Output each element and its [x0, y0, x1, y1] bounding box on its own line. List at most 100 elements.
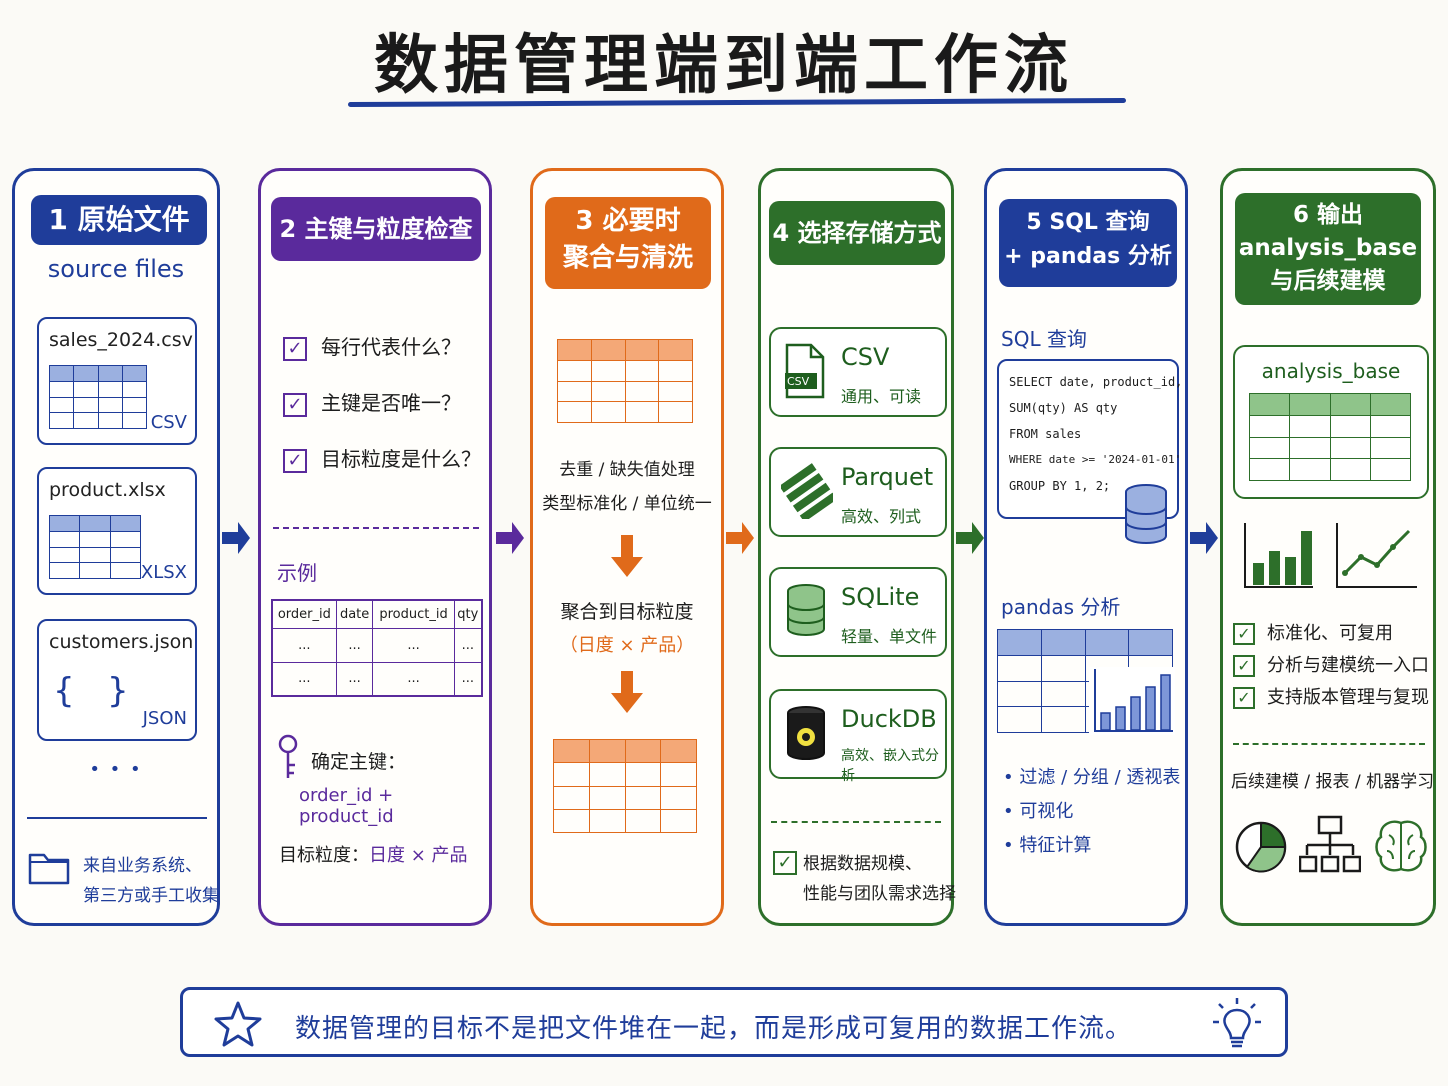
- sql-line: SUM(qty) AS qty: [1009, 401, 1118, 415]
- analysis-table-icon: [1248, 393, 1412, 481]
- arrow-right-icon: [726, 522, 754, 554]
- check-item: ✓每行代表什么？: [283, 331, 461, 361]
- arrow-right-icon: [1190, 522, 1218, 554]
- divider: [273, 527, 479, 529]
- pie-chart-icon: [1235, 821, 1287, 873]
- bar-chart-icon: [1089, 667, 1175, 735]
- checkbox-checked-icon: ✓: [1233, 623, 1255, 645]
- file-card-json: customers.json { } JSON: [37, 619, 197, 741]
- aggregate-label: 聚合到目标粒度: [560, 601, 694, 623]
- sql-line: FROM sales: [1009, 427, 1082, 441]
- example-table: order_id date product_id qty ... ... ...…: [271, 599, 483, 697]
- folder-icon: [28, 853, 70, 885]
- sql-line: WHERE date >= '2024-01-01': [1009, 453, 1182, 466]
- checkbox-checked-icon: ✓: [283, 336, 307, 361]
- sql-line: SELECT date, product_id,: [1009, 375, 1183, 389]
- file-name: product.xlsx: [49, 479, 166, 501]
- check-item: ✓标准化、可复用: [1233, 619, 1393, 645]
- step-6-panel: 6 输出 analysis_base 与后续建模 analysis_base ✓…: [1220, 168, 1436, 926]
- table-header-row: order_id date product_id qty: [271, 599, 483, 629]
- primary-key-value: order_id + product_id: [299, 785, 394, 827]
- step-5-panel: 5 SQL 查询 + pandas 分析 SQL 查询 SELECT date,…: [984, 168, 1188, 926]
- duckdb-icon: [787, 706, 825, 760]
- sql-label: SQL 查询: [1001, 327, 1087, 351]
- arrow-right-icon: [222, 522, 250, 554]
- step-3-header: 3 必要时 聚合与清洗: [545, 197, 711, 289]
- file-name: sales_2024.csv: [49, 329, 193, 351]
- storage-desc: 通用、可读: [841, 387, 922, 406]
- step-5-header: 5 SQL 查询 + pandas 分析: [999, 199, 1177, 287]
- check-item: ✓分析与建模统一入口: [1233, 651, 1429, 677]
- checkbox-checked-icon: ✓: [283, 392, 307, 417]
- table-row: ... ... ... ...: [271, 627, 483, 663]
- storage-name: Parquet: [841, 463, 934, 491]
- check-item: ✓目标粒度是什么？: [283, 443, 481, 473]
- analysis-base-card: analysis_base: [1233, 345, 1429, 499]
- parquet-icon: [781, 463, 833, 519]
- footer-banner: 数据管理的目标不是把文件堆在一起，而是形成可复用的数据工作流。: [180, 987, 1288, 1057]
- step-3-panel: 3 必要时 聚合与清洗 去重 / 缺失值处理 类型标准化 / 单位统一 聚合到目…: [530, 168, 724, 926]
- pandas-label: pandas 分析: [1001, 595, 1121, 619]
- storage-choice-line1: 根据数据规模、: [803, 854, 922, 874]
- database-icon: [787, 584, 825, 636]
- file-type-tag: CSV: [150, 412, 187, 433]
- file-type-tag: JSON: [142, 708, 187, 729]
- storage-choice-line2: 性能与团队需求选择: [803, 884, 956, 904]
- list-item: • 特征计算: [1003, 835, 1092, 856]
- table-header: qty: [453, 599, 483, 629]
- analysis-base-title: analysis_base: [1261, 359, 1401, 383]
- raw-table-icon: [557, 339, 693, 423]
- json-braces-icon: { }: [53, 671, 129, 711]
- step-1-subheader: source files: [47, 255, 185, 283]
- storage-desc: 高效、嵌入式分析: [841, 748, 939, 784]
- file-name: customers.json: [49, 631, 194, 653]
- step-1-header: 1 原始文件: [31, 195, 207, 245]
- clean-table-icon: [553, 738, 697, 834]
- arrow-down-icon: [611, 535, 643, 577]
- storage-option-sqlite: SQLite 轻量、单文件: [769, 567, 947, 657]
- table-row: ... ... ... ...: [271, 661, 483, 697]
- table-header: product_id: [372, 599, 455, 629]
- divider: [771, 821, 941, 823]
- target-grain: 目标粒度：日度 × 产品: [279, 845, 468, 866]
- more-files-ellipsis: • • •: [89, 759, 143, 780]
- csv-file-icon: [785, 343, 825, 399]
- star-icon: [214, 1001, 262, 1047]
- storage-name: DuckDB: [841, 705, 937, 733]
- step-2-panel: 2 主键与粒度检查 ✓每行代表什么？ ✓主键是否唯一？ ✓目标粒度是什么？ 示例…: [258, 168, 492, 926]
- primary-key-label: 确定主键：: [311, 751, 407, 773]
- lightbulb-icon: [1213, 998, 1261, 1048]
- storage-desc: 高效、列式: [841, 507, 922, 526]
- divider: [27, 817, 207, 819]
- source-note-line1: 来自业务系统、: [83, 856, 202, 876]
- step-4-panel: 4 选择存储方式 CSV CSV 通用、可读 Parquet 高效、列式: [758, 168, 956, 926]
- file-card-xlsx: product.xlsx XLSX: [37, 467, 197, 595]
- storage-option-csv: CSV CSV 通用、可读: [769, 327, 947, 417]
- checkbox-checked-icon: ✓: [1233, 655, 1255, 677]
- footer-text: 数据管理的目标不是把文件堆在一起，而是形成可复用的数据工作流。: [295, 1014, 1133, 1044]
- example-label: 示例: [277, 561, 317, 585]
- arrow-down-icon: [611, 671, 643, 713]
- storage-option-parquet: Parquet 高效、列式: [769, 447, 947, 537]
- checkbox-checked-icon: ✓: [773, 851, 797, 875]
- hierarchy-icon: [1299, 815, 1361, 873]
- storage-option-duckdb: DuckDB 高效、嵌入式分析: [769, 689, 947, 784]
- table-header: order_id: [271, 599, 337, 629]
- bar-chart-icon: [1244, 523, 1313, 588]
- check-item: ✓支持版本管理与复现: [1233, 683, 1429, 709]
- csv-badge: CSV: [787, 375, 810, 388]
- step-6-header: 6 输出 analysis_base 与后续建模: [1235, 193, 1421, 305]
- list-item: • 过滤 / 分组 / 透视表: [1003, 767, 1181, 788]
- file-table-icon: [48, 365, 148, 429]
- brain-icon: [1375, 820, 1427, 872]
- key-icon: [278, 734, 298, 778]
- file-type-tag: XLSX: [140, 562, 187, 583]
- file-card-csv: sales_2024.csv CSV: [37, 317, 197, 445]
- table-header: date: [335, 599, 374, 629]
- file-table-icon: [48, 515, 142, 579]
- storage-name: SQLite: [841, 583, 920, 611]
- next-steps: 后续建模 / 报表 / 机器学习: [1231, 772, 1435, 792]
- page-title: 数据管理端到端工作流: [374, 29, 1074, 103]
- line-chart-icon: [1336, 523, 1417, 588]
- check-item: ✓主键是否唯一？: [283, 387, 461, 417]
